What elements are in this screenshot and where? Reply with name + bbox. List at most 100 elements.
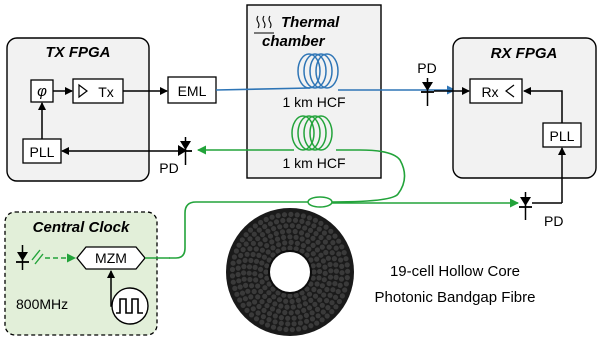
cladding-cell bbox=[229, 266, 236, 273]
pd-tx-label: PD bbox=[159, 160, 178, 176]
eml-block: EML bbox=[167, 76, 217, 104]
cladding-cell bbox=[234, 291, 240, 297]
rx-fpga-block: RX FPGA bbox=[452, 37, 597, 179]
cladding-cell bbox=[262, 293, 268, 299]
phase-shifter: φ bbox=[30, 79, 54, 103]
cladding-cell bbox=[321, 292, 327, 298]
thermal-title-line1: Thermal bbox=[281, 14, 340, 31]
cladding-cell bbox=[281, 292, 287, 298]
cladding-cell bbox=[291, 321, 297, 327]
cladding-cell bbox=[270, 286, 276, 292]
cladding-cell bbox=[303, 312, 309, 318]
cladding-cell bbox=[286, 217, 292, 223]
cladding-cell bbox=[264, 303, 270, 309]
cladding-cell bbox=[305, 220, 311, 226]
cladding-cell bbox=[333, 268, 339, 274]
cladding-cell bbox=[245, 288, 251, 294]
cladding-cell bbox=[307, 227, 314, 233]
cladding-cell bbox=[324, 313, 330, 319]
cladding-cell bbox=[250, 306, 256, 312]
tx-fpga-title: TX FPGA bbox=[45, 44, 110, 61]
cladding-cell bbox=[275, 290, 281, 296]
cladding-cell bbox=[326, 280, 332, 287]
cladding-cell bbox=[328, 228, 334, 234]
cladding-cell bbox=[257, 266, 264, 272]
cladding-cell bbox=[281, 234, 287, 240]
cladding-cell bbox=[315, 239, 321, 245]
cladding-cell bbox=[243, 241, 249, 247]
cladding-cell bbox=[258, 219, 264, 226]
cladding-cell bbox=[276, 297, 283, 303]
cladding-cell bbox=[258, 273, 264, 279]
cladding-cell bbox=[265, 249, 271, 255]
cladding-cell bbox=[259, 279, 265, 285]
cladding-cell bbox=[285, 321, 291, 327]
photodiode-rx-bottom bbox=[519, 192, 532, 220]
cladding-cell bbox=[256, 303, 262, 310]
blue-fibre-in bbox=[215, 87, 311, 91]
cladding-cell bbox=[261, 307, 267, 313]
cladding-cell bbox=[236, 259, 242, 265]
cladding-cell bbox=[284, 304, 290, 310]
cladding-cell bbox=[264, 243, 270, 249]
cladding-cell bbox=[247, 227, 254, 233]
cladding-cell bbox=[247, 246, 253, 252]
cladding-cell bbox=[278, 315, 284, 321]
cladding-cell bbox=[319, 317, 325, 323]
cladding-cell bbox=[230, 260, 236, 266]
cladding-cell bbox=[281, 246, 287, 252]
cladding-cell bbox=[345, 268, 351, 274]
fibre-label-bottom: 1 km HCF bbox=[283, 155, 346, 171]
cladding-cell bbox=[291, 315, 297, 321]
cladding-cell bbox=[311, 286, 317, 293]
cladding-cell bbox=[314, 247, 320, 253]
cladding-cell bbox=[289, 298, 295, 305]
fibre-spool-bottom bbox=[291, 115, 333, 151]
cladding-cell bbox=[329, 300, 335, 306]
cladding-cell bbox=[252, 299, 258, 305]
cladding-cell bbox=[306, 305, 313, 311]
pll-rx-block: PLL bbox=[542, 122, 582, 148]
cladding-cell bbox=[237, 284, 243, 290]
cladding-cell bbox=[277, 224, 283, 230]
cladding-cell bbox=[320, 258, 326, 264]
cladding-cell bbox=[318, 234, 324, 241]
cladding-cell bbox=[260, 314, 266, 320]
cladding-cell bbox=[304, 318, 310, 324]
cladding-cell bbox=[244, 251, 250, 257]
pd-rx-bottom-label: PD bbox=[544, 213, 563, 229]
cladding-cell bbox=[310, 251, 316, 257]
cladding-cell bbox=[318, 220, 324, 226]
mzm-label: MZM bbox=[95, 250, 127, 266]
fibre-coupler bbox=[307, 196, 333, 208]
photodiode-rx-top bbox=[421, 78, 434, 106]
cladding-cell bbox=[301, 295, 307, 301]
cladding-cell bbox=[337, 282, 343, 288]
cladding-cell bbox=[321, 230, 327, 236]
pll-tx-block: PLL bbox=[22, 138, 62, 164]
pll-rx-label: PLL bbox=[550, 128, 575, 144]
cladding-cell bbox=[316, 288, 323, 294]
cladding-cell bbox=[270, 324, 277, 330]
cladding-cell bbox=[275, 248, 281, 254]
cladding-cell bbox=[261, 254, 267, 260]
cladding-cell bbox=[239, 290, 246, 296]
cladding-cell bbox=[241, 276, 247, 282]
cladding-cell bbox=[341, 250, 347, 256]
cladding-cell bbox=[320, 309, 326, 315]
cladding-cell bbox=[330, 287, 336, 293]
cladding-cell bbox=[266, 298, 272, 304]
cladding-cell bbox=[290, 304, 296, 310]
cladding-cell bbox=[316, 226, 322, 232]
cladding-cell bbox=[246, 264, 253, 270]
cladding-cell bbox=[298, 230, 305, 236]
cladding-cell bbox=[242, 296, 248, 302]
cladding-cell bbox=[250, 251, 256, 258]
cladding-cell bbox=[283, 326, 289, 333]
cladding-cell bbox=[306, 291, 313, 297]
cladding-cell bbox=[342, 287, 348, 293]
cladding-cell bbox=[236, 278, 242, 284]
green-fibre-loop bbox=[331, 149, 406, 203]
pll-tx-label: PLL bbox=[30, 144, 55, 160]
cladding-cell bbox=[296, 223, 302, 229]
